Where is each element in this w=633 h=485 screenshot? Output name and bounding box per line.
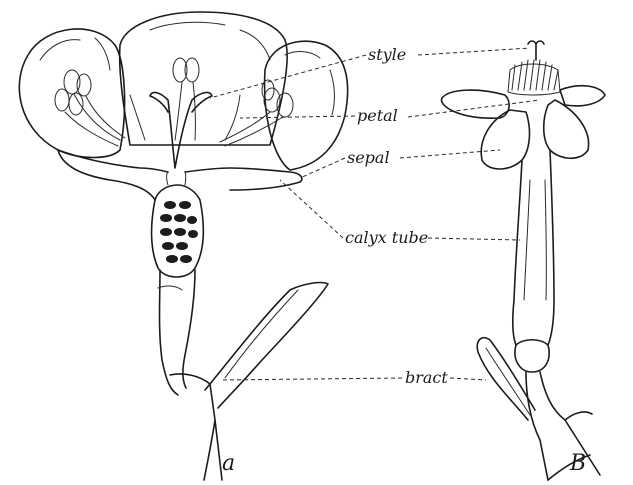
panel-label-a: a [222,451,235,476]
stamens-b [508,60,560,95]
anthers-a [55,58,293,117]
bract-a [205,283,328,408]
left-petal-b [442,90,510,118]
ovary-b [515,340,549,372]
ovules-a [160,201,198,263]
calyx-cup-a [58,150,302,190]
back-petal-b [560,86,605,106]
flower-external-b: B [442,41,605,480]
flower-section-a: a [19,12,347,480]
style-a [150,93,212,168]
filaments-a [65,82,283,146]
stem-a [170,374,222,480]
style-b [528,41,544,60]
label-petal: petal [357,106,398,125]
center-petal [120,12,287,145]
label-style: style [368,45,406,64]
labels: style petal sepal calyx tube bract [210,45,540,387]
panel-label-b: B [569,451,586,476]
label-calyx-tube: calyx tube [345,228,428,247]
calyx-tube-b [513,150,554,345]
label-sepal: sepal [347,148,390,167]
label-bract: bract [405,368,448,387]
left-petal [19,29,124,158]
pedicel-a [160,270,196,395]
